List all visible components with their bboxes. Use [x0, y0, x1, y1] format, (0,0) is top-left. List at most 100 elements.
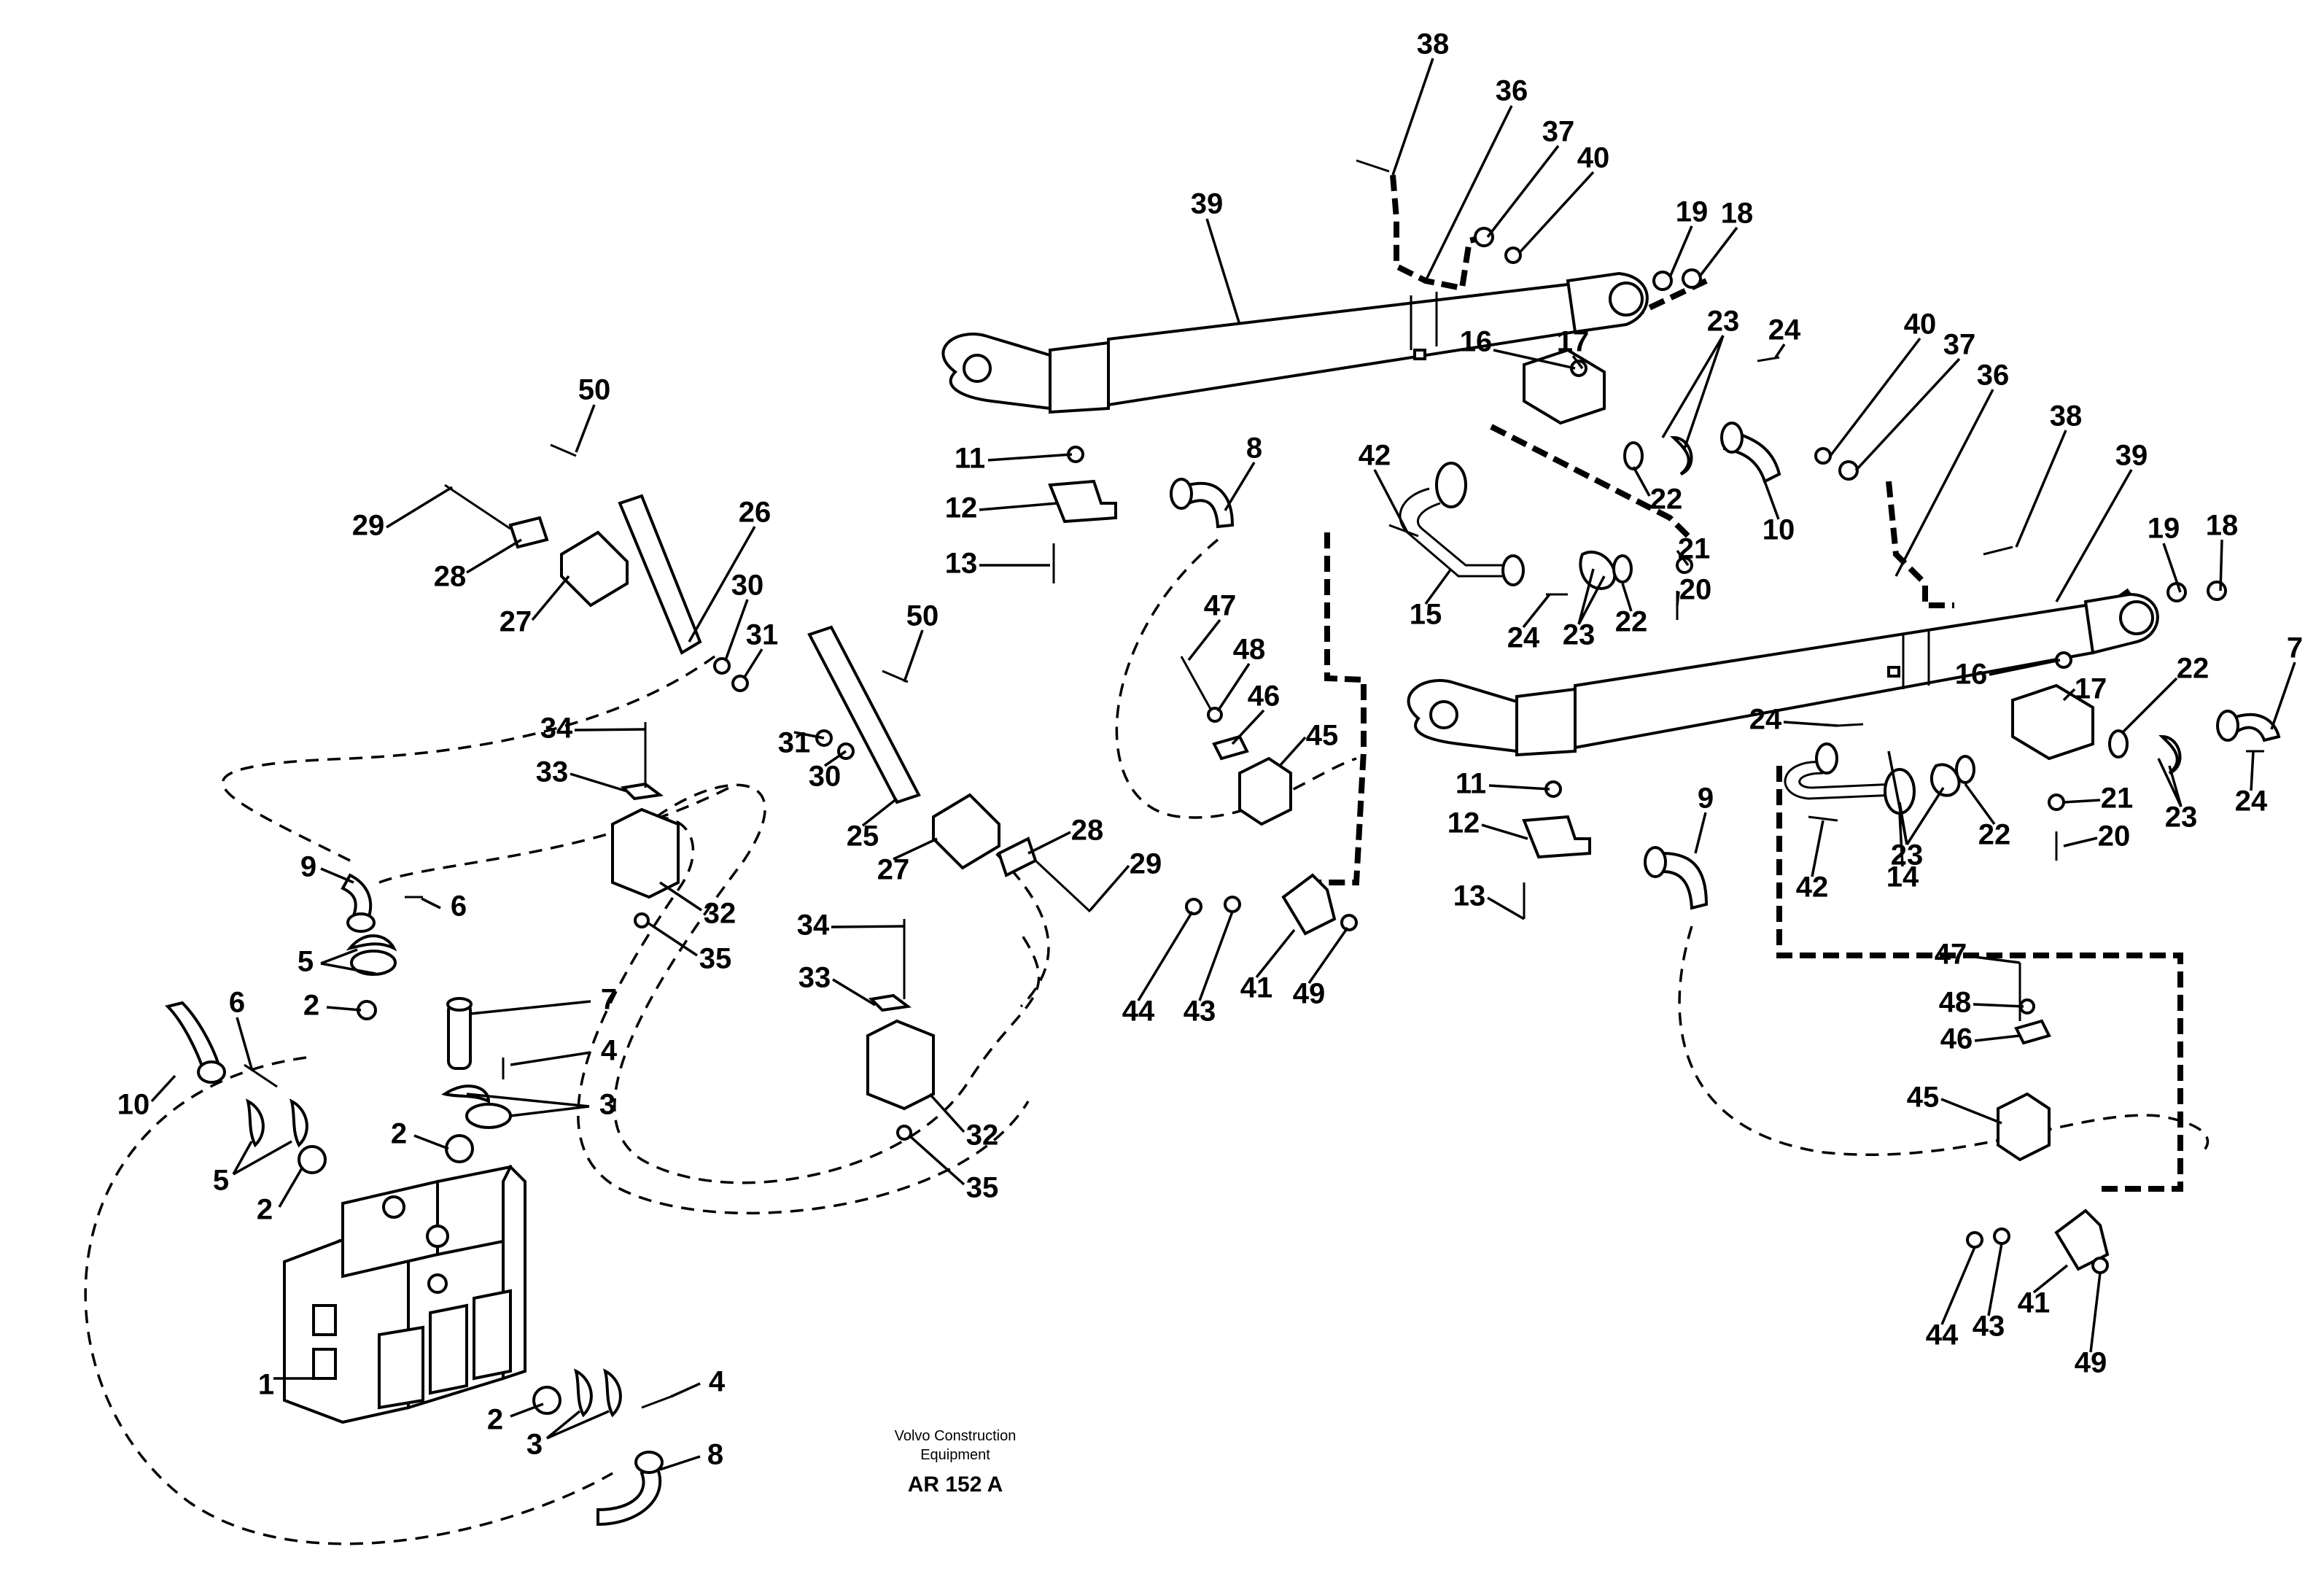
callout-5a: 5	[298, 946, 314, 978]
callout-44b: 44	[1926, 1319, 1959, 1351]
callout-32b: 32	[966, 1120, 999, 1152]
callout-29a: 29	[352, 510, 385, 542]
callout-40b: 40	[1904, 309, 1937, 341]
callout-7a: 7	[2287, 632, 2303, 664]
callout-45a: 45	[1306, 720, 1339, 752]
callout-50a: 50	[578, 374, 611, 406]
callout-2d: 2	[487, 1404, 503, 1436]
callout-3a: 3	[599, 1089, 615, 1121]
callout-12a: 12	[945, 492, 978, 524]
callout-30a: 30	[731, 570, 764, 602]
callout-5b: 5	[213, 1165, 229, 1197]
callout-37a: 37	[1542, 116, 1575, 148]
hose-routing	[84, 538, 2210, 1545]
callout-17a: 17	[1557, 326, 1590, 358]
callout-42b: 42	[1796, 872, 1829, 904]
callout-9a: 9	[300, 851, 316, 883]
callout-15a: 15	[1410, 599, 1442, 631]
callout-4b: 4	[709, 1366, 726, 1398]
callout-23c: 23	[2165, 802, 2198, 834]
callout-47a: 47	[1204, 590, 1237, 622]
callout-28b: 28	[1071, 815, 1104, 847]
callout-8a: 8	[1246, 432, 1262, 465]
callout-22b: 22	[1615, 606, 1648, 638]
callout-11a: 11	[955, 443, 985, 475]
hose-fittings	[165, 422, 2281, 1526]
callout-44a: 44	[1122, 996, 1155, 1028]
callout-25a: 25	[847, 820, 879, 853]
callout-45b: 45	[1907, 1082, 1940, 1114]
callout-6a: 6	[451, 891, 467, 923]
callout-38a: 38	[1417, 28, 1450, 61]
callout-34b: 34	[797, 909, 830, 942]
callout-33a: 33	[536, 756, 569, 788]
callout-46a: 46	[1248, 680, 1280, 713]
callout-2b: 2	[391, 1118, 407, 1150]
callout-34a: 34	[540, 713, 573, 745]
clamp-brackets	[244, 159, 2264, 1418]
callout-24c: 24	[1749, 704, 1782, 736]
callout-18b: 18	[2206, 510, 2239, 542]
callout-39b: 39	[2115, 440, 2148, 472]
callout-38b: 38	[2050, 400, 2083, 432]
callout-41b: 41	[2018, 1287, 2051, 1319]
callout-8b: 8	[707, 1439, 723, 1471]
callout-23a: 23	[1707, 306, 1740, 338]
callout-6b: 6	[229, 987, 245, 1019]
callout-27a: 27	[500, 606, 532, 638]
callout-49b: 49	[2075, 1347, 2107, 1379]
callout-30b: 30	[809, 761, 842, 793]
callout-32a: 32	[704, 898, 737, 930]
callout-26a: 26	[739, 497, 772, 529]
callout-19a: 19	[1676, 196, 1709, 228]
callout-21a: 21	[1678, 533, 1711, 565]
callout-39a: 39	[1191, 188, 1224, 220]
callout-40a: 40	[1577, 142, 1610, 174]
callout-48a: 48	[1233, 634, 1266, 666]
leader-lines	[150, 58, 2296, 1471]
callout-27b: 27	[877, 854, 910, 886]
callout-14a: 14	[1886, 861, 1919, 893]
callout-22d: 22	[1978, 819, 2011, 851]
callout-24a: 24	[1768, 314, 1801, 346]
callout-28a: 28	[434, 561, 467, 593]
callout-35b: 35	[966, 1172, 999, 1204]
callout-33b: 33	[798, 962, 831, 994]
callout-7b: 7	[601, 984, 617, 1016]
callout-23b: 23	[1563, 619, 1596, 651]
callout-9b: 9	[1698, 783, 1714, 815]
control-valve-block	[283, 1164, 526, 1424]
callout-22c: 22	[2177, 653, 2210, 685]
callout-22a: 22	[1650, 484, 1683, 516]
footer-line-2: Equipment	[920, 1447, 990, 1463]
callout-41a: 41	[1240, 972, 1273, 1004]
callout-24d: 24	[2235, 785, 2268, 818]
callout-46b: 46	[1940, 1023, 1973, 1055]
steel-tubes	[1399, 462, 1916, 815]
callout-11b: 11	[1456, 768, 1486, 800]
callout-2c: 2	[257, 1194, 273, 1226]
callout-36b: 36	[1977, 360, 2010, 392]
footer-line-1: Volvo Construction	[895, 1428, 1017, 1444]
callout-21b: 21	[2101, 783, 2134, 815]
callout-31a: 31	[746, 619, 779, 651]
callout-13a: 13	[945, 548, 978, 580]
lower-hydraulic-cylinder	[1407, 592, 2159, 757]
callout-1a: 1	[258, 1369, 274, 1401]
callout-2a: 2	[303, 990, 319, 1022]
callout-20a: 20	[1679, 574, 1712, 606]
callout-23d: 23	[1891, 839, 1924, 872]
callout-10b: 10	[117, 1089, 150, 1121]
callout-16a: 16	[1460, 326, 1493, 358]
callout-16b: 16	[1955, 659, 1988, 691]
callout-24b: 24	[1507, 622, 1540, 654]
callout-19b: 19	[2148, 513, 2180, 545]
callout-48b: 48	[1939, 987, 1972, 1019]
callout-49a: 49	[1293, 978, 1326, 1010]
callout-31b: 31	[778, 727, 811, 759]
callout-47b: 47	[1935, 939, 1967, 971]
callout-43b: 43	[1973, 1311, 2005, 1343]
callout-17b: 17	[2075, 673, 2107, 705]
